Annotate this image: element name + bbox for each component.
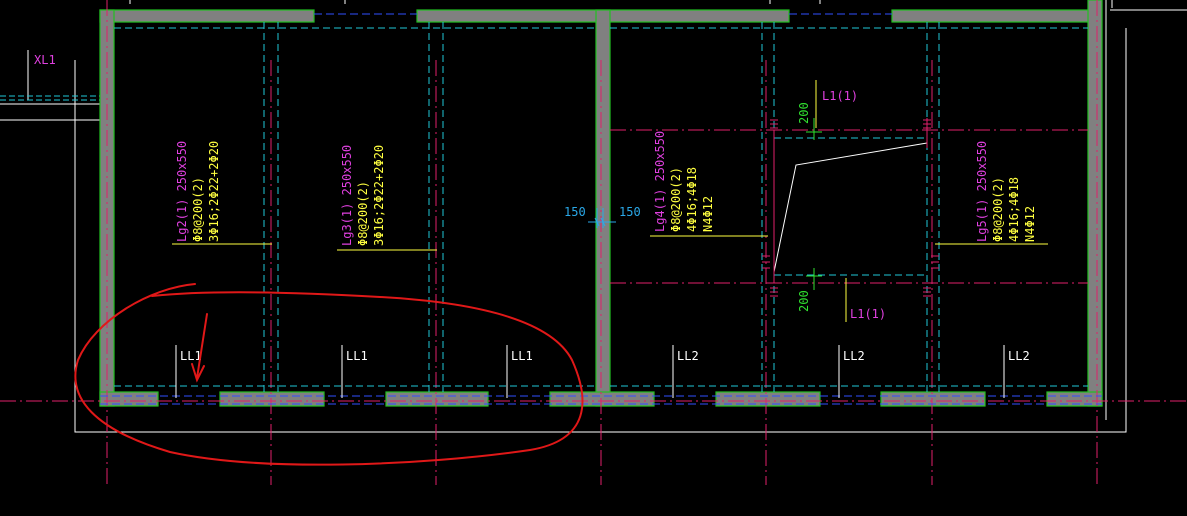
dim-200-top: 200 <box>797 102 811 124</box>
beam-lg3-stirrup: Φ8@200(2) <box>356 181 370 246</box>
beam-lg3-name: Lg3(1) 250x550 <box>340 145 354 246</box>
beam-lg5-stirrup: Φ8@200(2) <box>991 177 1005 242</box>
beam-edge-lines <box>114 22 1088 392</box>
beam-lg4-name: Lg4(1) 250x550 <box>653 131 667 232</box>
beam-annotation-lg2: Lg2(1) 250x550 Φ8@200(2) 3Φ16;2Φ22+2Φ20 <box>172 141 272 245</box>
dim-200-bottom: 200 <box>797 290 811 312</box>
dim-150-marker <box>588 208 616 228</box>
xl1-label: XL1 <box>34 53 56 67</box>
lintel-label: LL2 <box>677 349 699 363</box>
beam-lg2-stirrup: Φ8@200(2) <box>191 177 205 242</box>
lintel-label: LL2 <box>1008 349 1030 363</box>
l1-top-label: L1(1) <box>822 89 858 103</box>
dim-150-left: 150 <box>564 205 586 219</box>
lintel-lines <box>100 13 1102 405</box>
beam-annotation-lg4: Lg4(1) 250x550 Φ8@200(2) 4Φ16;4Φ18 N4Φ12 <box>650 131 768 237</box>
dim-150-right: 150 <box>619 205 641 219</box>
beam-lg5-name: Lg5(1) 250x550 <box>975 141 989 242</box>
red-markup <box>74 283 584 466</box>
beam-lg2-rebar: 3Φ16;2Φ22+2Φ20 <box>207 141 221 242</box>
lintel-label: LL1 <box>511 349 533 363</box>
lintel-label: LL2 <box>843 349 865 363</box>
beam-lg5-rebar: 4Φ16;4Φ18 <box>1007 177 1021 242</box>
lintel-label: LL1 <box>346 349 368 363</box>
beam-annotation-lg5: Lg5(1) 250x550 Φ8@200(2) 4Φ16;4Φ18 N4Φ12 <box>935 141 1048 245</box>
beam-lg4-rebar: 4Φ16;4Φ18 <box>685 167 699 232</box>
lintel-label: LL1 <box>180 349 202 363</box>
beam-lg5-extra: N4Φ12 <box>1023 206 1037 242</box>
arrow-down-icon <box>196 313 208 379</box>
beam-annotation-lg3: Lg3(1) 250x550 Φ8@200(2) 3Φ16;2Φ22+2Φ20 <box>337 145 437 251</box>
beam-lg4-extra: N4Φ12 <box>701 196 715 232</box>
lintel-labels <box>175 345 1005 398</box>
shaft-detail <box>762 80 939 322</box>
l1-bottom-label: L1(1) <box>850 307 886 321</box>
markup-ellipse <box>74 283 584 466</box>
beam-lg4-stirrup: Φ8@200(2) <box>669 167 683 232</box>
beam-lg2-name: Lg2(1) 250x550 <box>175 141 189 242</box>
beam-lg3-rebar: 3Φ16;2Φ22+2Φ20 <box>372 145 386 246</box>
xl1-annotation: XL1 <box>0 50 100 101</box>
